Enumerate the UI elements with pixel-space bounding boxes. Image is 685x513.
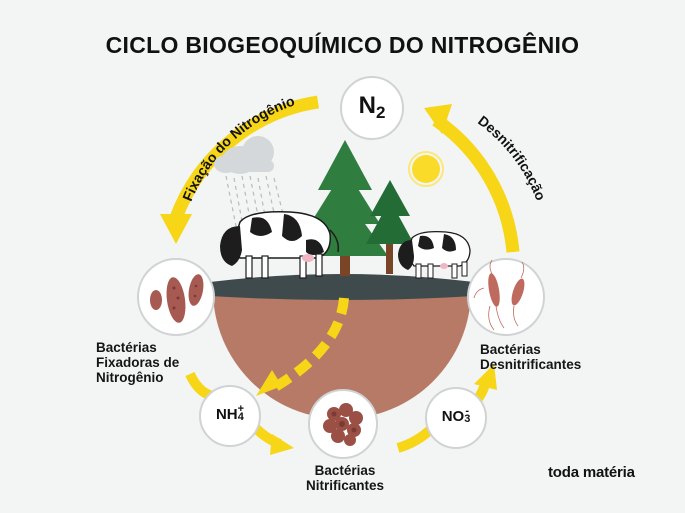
- denitrification-arrow: [432, 114, 520, 253]
- nitrifying-to-no3-arrow: [396, 424, 436, 453]
- page-title: CICLO BIOGEOQUÍMICO DO NITROGÊNIO: [105, 32, 580, 58]
- dashed-arrow: [267, 297, 349, 395]
- fixing-to-nh4-arrow: [185, 371, 214, 401]
- ground: [210, 274, 474, 300]
- denitrification-label: Desnitrificação: [475, 112, 549, 202]
- n2-node: [340, 76, 404, 140]
- fixation-arrow: [169, 95, 319, 221]
- nh4-arrowhead: [270, 434, 294, 455]
- small-tree-icon: [366, 180, 414, 274]
- n2-formula: N2: [358, 92, 386, 122]
- nh4-formula: NH+4: [215, 403, 245, 424]
- cow-icon: [398, 230, 471, 279]
- nh4-node: [199, 385, 261, 447]
- fixation-arrowhead: [160, 214, 192, 244]
- dashed-arrowhead: [256, 370, 282, 396]
- brand-logo: toda matéria: [548, 464, 635, 481]
- nitrifying-bacteria-label: Bactérias Nitrificantes: [305, 463, 385, 493]
- no3-node: [425, 387, 487, 449]
- rain-cloud-icon: [214, 136, 285, 233]
- fixing-bacteria-node: [137, 258, 215, 336]
- sun-icon: [408, 151, 444, 187]
- fixing-bacteria-label: Bactérias Fixadoras de Nitrogênio: [96, 340, 180, 385]
- nitrifying-bacteria-node: [308, 389, 378, 459]
- denitrifying-bacteria-label: Bactérias Desnitrificantes: [480, 342, 582, 372]
- denitrifying-bacteria-node: [467, 258, 545, 336]
- denitrification-arrowhead: [424, 104, 452, 134]
- cow-icon: [220, 210, 340, 279]
- no3-formula: NO-3: [441, 405, 471, 426]
- no3-arrowhead: [474, 364, 497, 390]
